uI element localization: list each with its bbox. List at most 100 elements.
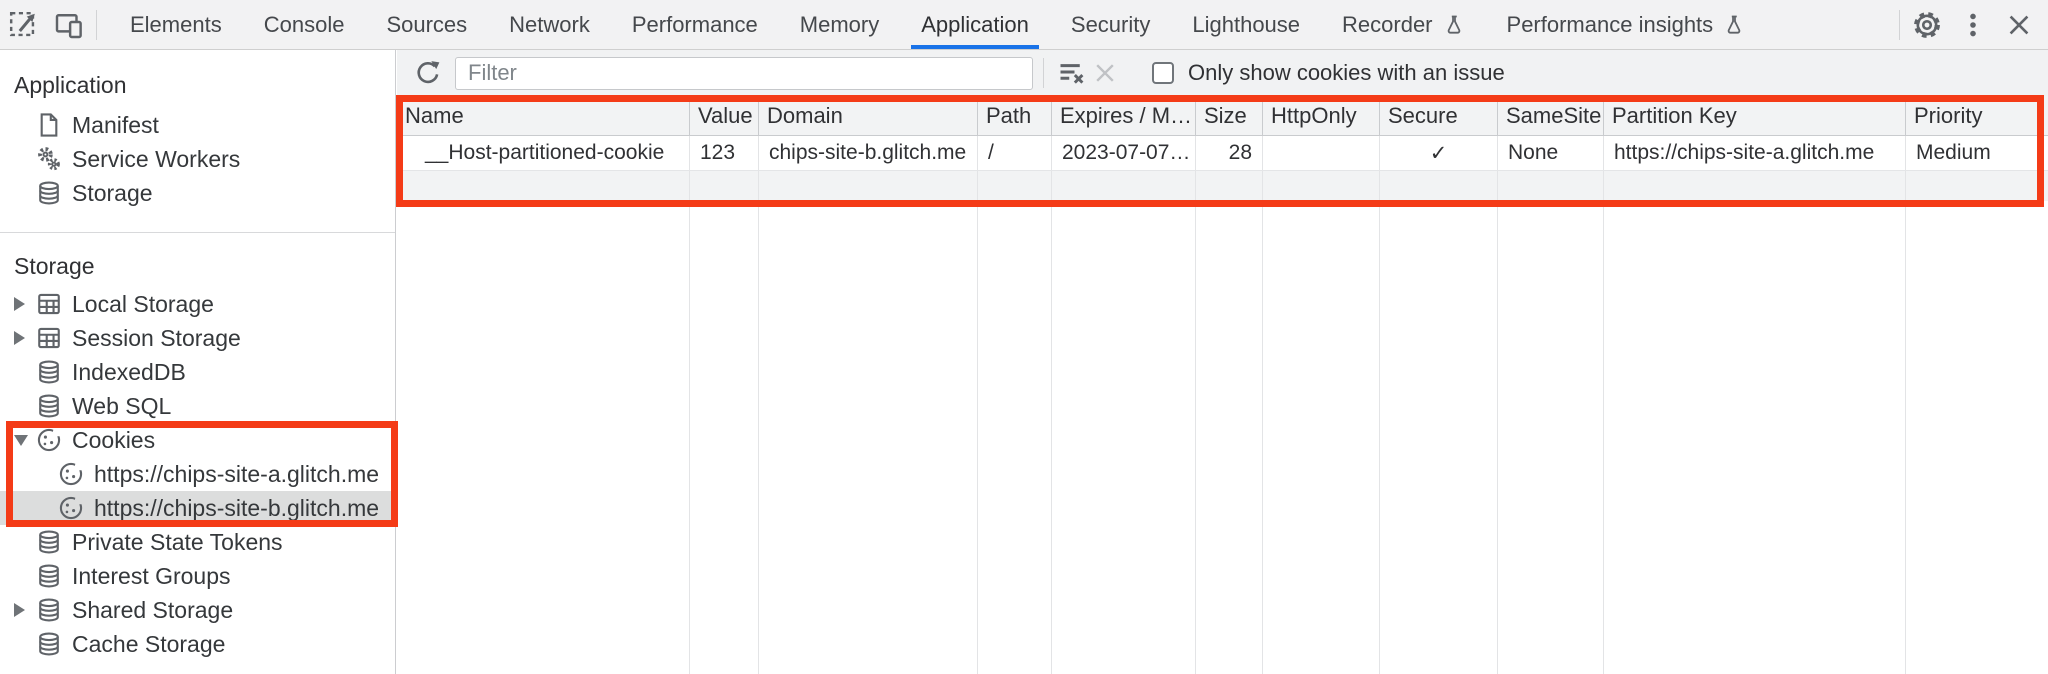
sidebar-item-manifest[interactable]: Manifest (0, 108, 395, 142)
only-show-issue-checkbox[interactable] (1152, 62, 1174, 84)
settings-button[interactable] (1904, 2, 1950, 48)
sidebar-item-shared-storage[interactable]: Shared Storage (0, 593, 395, 627)
cookie-icon (58, 495, 84, 521)
cell-domain[interactable]: chips-site-b.glitch.me (759, 136, 978, 170)
chevron-down-icon[interactable] (14, 434, 28, 446)
application-panel-sidebar: Application Manifest Service Workers Sto… (0, 50, 396, 674)
separator (1899, 9, 1900, 40)
cookie-row-host-partitioned-cookie[interactable]: __Host-partitioned-cookie 123 chips-site… (397, 136, 2048, 171)
sidebar-item-cookies-chips-site-a[interactable]: https://chips-site-a.glitch.me (0, 457, 395, 491)
filter-input[interactable] (455, 56, 1033, 90)
devtools-controls (1895, 2, 2048, 48)
tab-application[interactable]: Application (900, 0, 1050, 49)
column-header-httponly[interactable]: HttpOnly (1263, 96, 1380, 135)
delete-cookies-button[interactable] (1088, 56, 1122, 90)
column-header-name[interactable]: Name (397, 96, 690, 135)
table-icon (36, 325, 62, 351)
inspect-cursor-icon (8, 10, 38, 40)
column-header-value[interactable]: Value (690, 96, 759, 135)
database-icon (36, 393, 62, 419)
close-icon (2005, 11, 2033, 39)
sidebar-item-private-state-tokens[interactable]: Private State Tokens (0, 525, 395, 559)
tab-performance[interactable]: Performance (631, 11, 758, 37)
cookies-table-header: Name Value Domain Path Expires / M… Size… (397, 96, 2048, 136)
database-icon (36, 180, 62, 206)
database-icon (36, 597, 62, 623)
sidebar-item-local-storage[interactable]: Local Storage (0, 287, 395, 321)
sidebar-item-storage[interactable]: Storage (0, 176, 395, 210)
application-section-title: Application (14, 72, 127, 98)
column-header-expires[interactable]: Expires / M… (1052, 96, 1196, 135)
column-header-path[interactable]: Path (978, 96, 1052, 135)
sidebar-item-interest-groups[interactable]: Interest Groups (0, 559, 395, 593)
sidebar-item-web-sql[interactable]: Web SQL (0, 389, 395, 423)
cookies-toolbar: Only show cookies with an issue (397, 50, 2048, 96)
tab-recorder[interactable]: Recorder (1321, 0, 1485, 49)
cell-value[interactable]: 123 (690, 136, 759, 170)
clear-filter-button[interactable] (1054, 56, 1088, 90)
document-icon (36, 112, 62, 138)
clear-x-icon (1092, 60, 1118, 86)
sidebar-item-cookies-chips-site-b[interactable]: https://chips-site-b.glitch.me (0, 491, 395, 525)
cell-partition-key[interactable]: https://chips-site-a.glitch.me (1604, 136, 1906, 170)
sidebar-item-cookies[interactable]: Cookies (0, 423, 395, 457)
separator (96, 9, 97, 40)
sidebar-item-session-storage[interactable]: Session Storage (0, 321, 395, 355)
separator (1043, 58, 1044, 88)
devtools-tab-bar: Elements Console Sources Network Perform… (0, 0, 2048, 50)
table-icon (36, 291, 62, 317)
tab-console[interactable]: Console (263, 11, 345, 37)
cookie-icon (58, 461, 84, 487)
cell-samesite[interactable]: None (1498, 136, 1604, 170)
cell-httponly[interactable] (1263, 136, 1380, 170)
cell-name[interactable]: __Host-partitioned-cookie (397, 136, 690, 170)
tab-lighthouse[interactable]: Lighthouse (1192, 11, 1301, 37)
sidebar-item-cache-storage[interactable]: Cache Storage (0, 627, 395, 661)
chevron-right-icon[interactable] (14, 297, 25, 311)
tab-performance-insights[interactable]: Performance insights (1486, 0, 1767, 49)
database-icon (36, 529, 62, 555)
column-header-priority[interactable]: Priority (1914, 102, 1983, 128)
inspect-element-button[interactable] (0, 2, 46, 48)
cookies-panel: Only show cookies with an issue Name Val… (397, 50, 2048, 674)
table-empty-area (397, 201, 2048, 674)
section-divider (0, 232, 395, 233)
cell-expires[interactable]: 2023-07-07… (1052, 136, 1196, 170)
tab-network[interactable]: Network (509, 11, 590, 37)
refresh-button[interactable] (411, 56, 445, 90)
only-show-issue-label: Only show cookies with an issue (1188, 60, 1505, 85)
close-devtools-button[interactable] (1996, 2, 2042, 48)
cell-path[interactable]: / (978, 136, 1052, 170)
cookie-icon (36, 427, 62, 453)
clear-filter-icon (1057, 59, 1085, 87)
column-header-samesite[interactable]: SameSite (1498, 96, 1604, 135)
storage-section-title: Storage (14, 253, 95, 279)
refresh-icon (414, 59, 442, 87)
experiment-flask-icon (1443, 14, 1465, 36)
tab-elements[interactable]: Elements (130, 11, 222, 37)
tab-memory[interactable]: Memory (799, 11, 880, 37)
database-icon (36, 563, 62, 589)
panel-tabs: Elements Console Sources Network Perform… (109, 0, 1766, 49)
cookies-table: Name Value Domain Path Expires / M… Size… (397, 96, 2048, 674)
gears-icon (36, 146, 62, 172)
column-header-size[interactable]: Size (1196, 96, 1263, 135)
cell-size[interactable]: 28 (1196, 136, 1263, 170)
cell-priority[interactable]: Medium (1916, 141, 1991, 164)
tab-security[interactable]: Security (1070, 11, 1151, 37)
chevron-right-icon[interactable] (14, 603, 25, 617)
column-header-domain[interactable]: Domain (759, 96, 978, 135)
cell-secure-checkmark[interactable]: ✓ (1380, 136, 1498, 170)
device-toolbar-button[interactable] (46, 2, 92, 48)
column-header-secure[interactable]: Secure (1380, 96, 1498, 135)
column-header-partition-key[interactable]: Partition Key (1604, 96, 1906, 135)
tab-sources[interactable]: Sources (386, 11, 468, 37)
chevron-right-icon[interactable] (14, 331, 25, 345)
sidebar-item-service-workers[interactable]: Service Workers (0, 142, 395, 176)
more-options-button[interactable] (1950, 2, 1996, 48)
sidebar-item-indexeddb[interactable]: IndexedDB (0, 355, 395, 389)
device-toolbar-icon (54, 10, 84, 40)
three-dots-icon (1959, 11, 1987, 39)
database-icon (36, 359, 62, 385)
